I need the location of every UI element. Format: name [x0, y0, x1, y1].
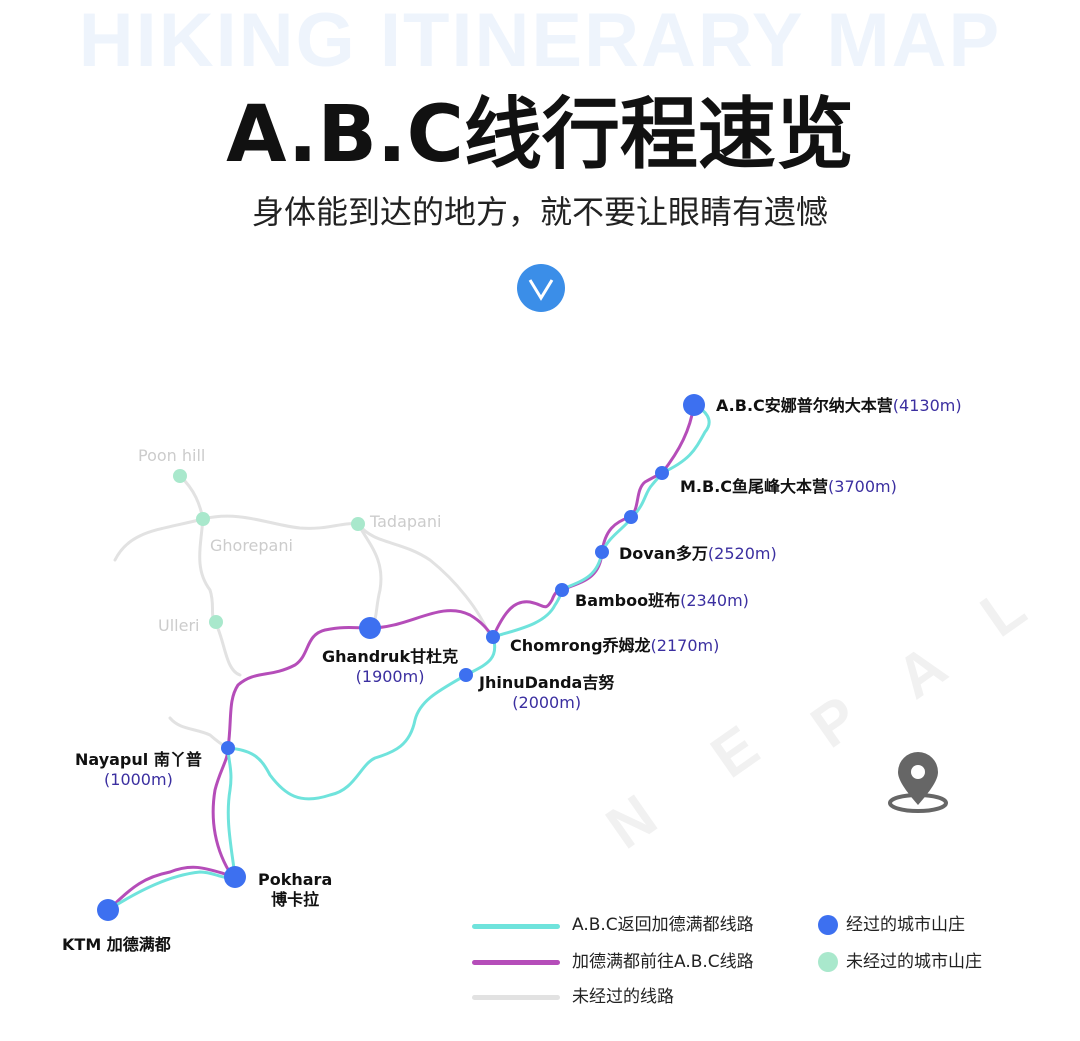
stop-dot: [624, 510, 638, 524]
label-mbc: M.B.C鱼尾峰大本营(3700m): [680, 477, 897, 496]
label-chomrong: Chomrong乔姆龙(2170m): [510, 636, 720, 655]
legend-unvisited-stop-label: 未经过的城市山庄: [846, 952, 982, 972]
unvisited-route: [178, 474, 205, 521]
legend-outbound-line: [472, 960, 560, 965]
stop-dot-jhinu: [459, 668, 473, 682]
unvisited-route: [356, 522, 492, 639]
scroll-down-button[interactable]: [517, 264, 565, 312]
legend-outbound-label: 加德满都前往A.B.C线路: [572, 952, 754, 972]
stop-dot-mbc: [655, 466, 669, 480]
legend-unvisited-line: [472, 995, 560, 1000]
label-ulleri: Ulleri: [158, 616, 200, 635]
legend-return-line: [472, 924, 560, 929]
label-tadapani: Tadapani: [370, 512, 442, 531]
label-ghandruk: Ghandruk甘杜克(1900m): [322, 647, 459, 686]
return-route: [106, 403, 711, 912]
legend-return-label: A.B.C返回加德满都线路: [572, 915, 754, 935]
label-ktm: KTM 加德满都: [62, 935, 171, 954]
stop-dot-chomrong: [486, 630, 500, 644]
unvisited-stop-dot: [173, 469, 187, 483]
unvisited-stop-dot: [196, 512, 210, 526]
stop-dot-bamboo: [555, 583, 569, 597]
label-poonhill: Poon hill: [138, 446, 206, 465]
location-pin-icon: [888, 752, 948, 813]
page-subtitle: 身体能到达的地方，就不要让眼睛有遗憾: [251, 193, 828, 231]
unvisited-route: [198, 517, 242, 677]
legend-unvisited-route-label: 未经过的线路: [572, 987, 674, 1007]
label-ghorepani: Ghorepani: [210, 536, 293, 555]
stop-dot-ghandruk: [359, 617, 381, 639]
chevron-down-icon: [528, 279, 554, 301]
stop-dot-abc: [683, 394, 705, 416]
label-bamboo: Bamboo班布(2340m): [575, 591, 749, 610]
unvisited-route: [113, 514, 360, 562]
label-nayapul: Nayapul 南丫普(1000m): [75, 750, 202, 789]
header-watermark: HIKING ITINERARY MAP: [78, 0, 1002, 83]
unvisited-stop-dot: [209, 615, 223, 629]
legend-visited-label: 经过的城市山庄: [846, 915, 965, 935]
label-jhinu: JhinuDanda吉努(2000m): [479, 673, 615, 712]
page-title: A.B.C线行程速览: [226, 90, 854, 180]
stop-dot-ktm: [97, 899, 119, 921]
unvisited-route: [168, 716, 230, 750]
label-dovan: Dovan多万(2520m): [619, 544, 777, 563]
label-abc: A.B.C安娜普尔纳大本营(4130m): [716, 396, 962, 415]
stop-dot-dovan: [595, 545, 609, 559]
legend-unvisited-dot: [818, 952, 838, 972]
stop-dot-nayapul: [221, 741, 235, 755]
legend-visited-dot: [818, 915, 838, 935]
unvisited-stop-dot: [351, 517, 365, 531]
stop-dot-pokhara: [224, 866, 246, 888]
